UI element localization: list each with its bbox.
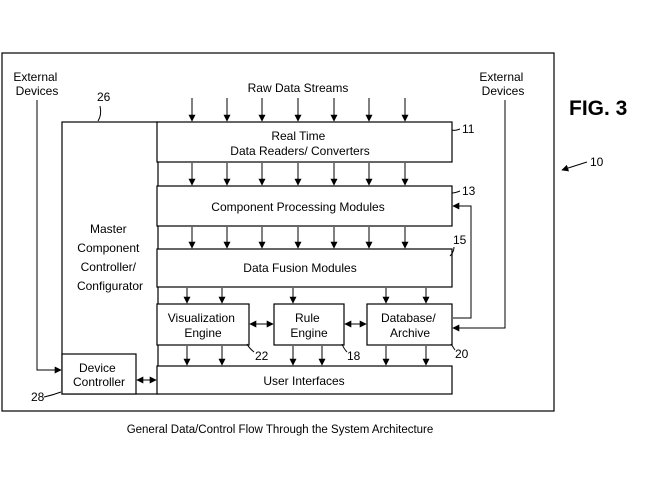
component-processing-label: Component Processing Modules	[211, 200, 384, 214]
ref-11: 11	[462, 122, 475, 136]
raw-data-streams-label: Raw Data Streams	[248, 81, 349, 95]
ref-13: 13	[462, 184, 476, 198]
data-readers-box	[156, 121, 453, 163]
device-controller-box	[61, 353, 137, 395]
external-devices-left-arrow	[36, 100, 62, 374]
ref-28: 28	[31, 390, 45, 404]
visualization-engine-label: Visualization Engine	[168, 311, 239, 340]
engines-to-ui-arrows	[183, 346, 430, 366]
data-fusion-box	[156, 248, 453, 288]
external-devices-left-label: External Devices	[13, 70, 60, 98]
visualization-engine-box	[156, 303, 250, 346]
ref-20: 20	[455, 347, 469, 361]
ref-22: 22	[255, 349, 269, 363]
ref-18: 18	[347, 349, 361, 363]
component-processing-box	[156, 185, 453, 227]
user-interfaces-label: User Interfaces	[263, 374, 344, 388]
database-archive-box	[366, 303, 453, 346]
raw-stream-arrows	[188, 98, 409, 122]
processing-to-fusion-arrows	[188, 227, 409, 249]
database-archive-label: Database/ Archive	[381, 311, 439, 340]
user-interfaces-box	[156, 365, 453, 395]
data-fusion-label: Data Fusion Modules	[243, 261, 356, 275]
master-controller-label: Master Component Controller/ Configurato…	[77, 222, 143, 293]
rule-engine-box	[273, 303, 345, 346]
ref-10: 10	[590, 155, 604, 169]
diagram-caption: General Data/Control Flow Through the Sy…	[127, 424, 434, 436]
external-devices-right-label: External Devices	[479, 70, 526, 98]
ref-26: 26	[97, 90, 111, 104]
readers-to-processing-arrows	[188, 163, 409, 186]
master-controller-box	[61, 121, 159, 395]
external-devices-right-arrow	[452, 100, 506, 332]
rule-engine-label: Rule Engine	[290, 311, 328, 340]
database-feedback-arrow	[452, 202, 472, 319]
fusion-to-engines-arrows	[183, 288, 430, 304]
figure-label: FIG. 3	[569, 97, 627, 120]
ref-15: 15	[453, 233, 467, 247]
engine-link-arrows	[136, 320, 367, 384]
device-controller-label: Device Controller	[73, 361, 125, 389]
data-readers-label: Real Time Data Readers/ Converters	[230, 129, 369, 158]
